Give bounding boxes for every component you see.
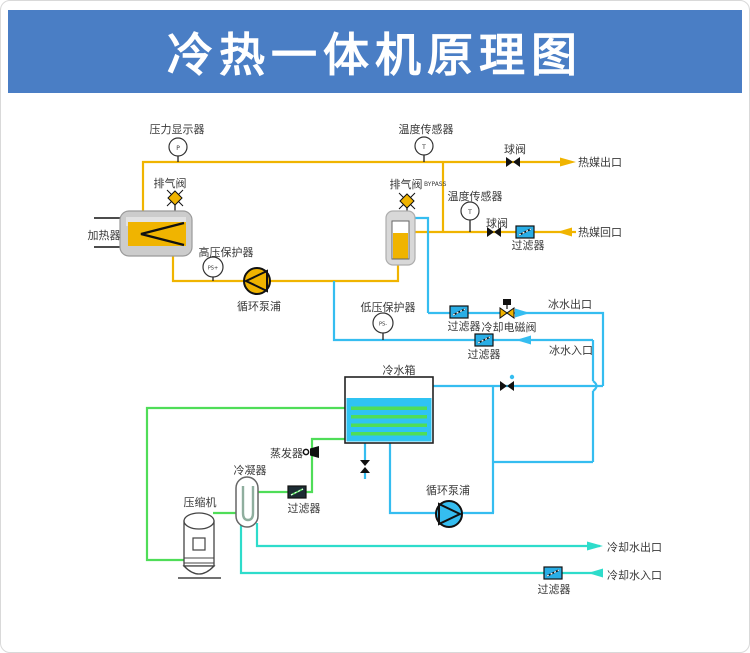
cooling-in-pipe xyxy=(239,525,601,575)
label-solenoid-valve: 冷却电磁阀 xyxy=(482,320,537,334)
expansion-nozzle-symbol xyxy=(302,446,319,458)
label-ball-valve-2: 球阀 xyxy=(486,216,508,230)
label-heater: 加热器 xyxy=(88,229,121,242)
solenoid-valve-symbol xyxy=(499,299,515,319)
label-pump-2: 循环泵浦 xyxy=(426,484,470,497)
lp-gauge-letter: PS- xyxy=(379,322,387,328)
heater-symbol xyxy=(94,210,193,257)
temp-gauge-2-letter: T xyxy=(467,209,472,216)
refrigerant-pipes xyxy=(145,406,345,562)
label-ice-out-port: 冰水出口 xyxy=(548,297,592,311)
label-pressure-display: 压力显示器 xyxy=(150,123,205,136)
label-ice-in-port: 冰水入口 xyxy=(549,344,593,357)
filter-cooling-in-symbol xyxy=(543,566,563,580)
label-filter-ice-in: 过滤器 xyxy=(468,348,501,361)
ice-in-arrow xyxy=(516,335,531,345)
hp-gauge-letter: PS+ xyxy=(208,266,218,272)
ice-water-in-pipe xyxy=(332,281,593,342)
hot-return-arrow xyxy=(557,227,572,237)
label-evaporator: 蒸发器 xyxy=(270,446,303,460)
label-temp-sensor-2: 温度传感器 xyxy=(448,189,503,203)
heater-element-chevron xyxy=(140,221,185,247)
filter-ice-in-symbol xyxy=(474,333,494,347)
lp-protector-gauge: PS- xyxy=(372,312,394,334)
label-filter-refrigerant: 过滤器 xyxy=(288,502,321,515)
bypass-tank-drop-pipe xyxy=(414,216,430,313)
label-filter-hot-return: 过滤器 xyxy=(512,239,545,252)
condenser-symbol xyxy=(235,476,259,528)
label-lp-protector: 低压保护器 xyxy=(361,300,416,314)
chilled-water-pipes xyxy=(332,216,605,515)
label-hp-protector: 高压保护器 xyxy=(199,245,254,259)
ball-valve-2-symbol xyxy=(487,227,501,237)
cool-in-arrow xyxy=(588,568,603,578)
hot-supply-pipe xyxy=(141,160,560,213)
cold-tank-symbol xyxy=(344,376,434,444)
label-condenser: 冷凝器 xyxy=(234,463,267,477)
label-ball-valve-1: 球阀 xyxy=(504,142,526,156)
shutoff-valve-symbol xyxy=(500,374,515,391)
chilled-pump-symbol xyxy=(435,500,463,528)
filter-hot-return-symbol xyxy=(515,225,535,239)
hot-out-arrow xyxy=(560,157,576,167)
label-cold-tank: 冷水箱 xyxy=(383,363,416,377)
vent-valve-1-symbol xyxy=(166,189,184,207)
label-bypass: BYPASS xyxy=(424,181,447,188)
filter-ice-out-symbol xyxy=(449,305,469,319)
liquid-pipe xyxy=(258,437,345,494)
title-banner: 冷热一体机原理图 xyxy=(8,10,742,93)
bypass-tank-symbol xyxy=(385,210,416,266)
ice-out-arrow xyxy=(515,308,530,318)
compressor-symbol xyxy=(178,512,221,579)
label-hot-return-port: 热媒回口 xyxy=(578,226,622,239)
hot-pump-symbol xyxy=(243,267,271,295)
cooling-water-pipes xyxy=(239,523,601,575)
label-filter-ice-out: 过滤器 xyxy=(448,320,481,333)
label-compressor: 压缩机 xyxy=(184,495,217,509)
pipe-hop xyxy=(592,380,598,392)
label-cool-out-port: 冷却水出口 xyxy=(607,540,662,554)
pressure-gauge-letter: P xyxy=(176,145,180,152)
filter-refrigerant-symbol xyxy=(287,485,307,499)
label-filter-cooling-in: 过滤器 xyxy=(538,583,571,596)
label-vent-valve-2: 排气阀 xyxy=(390,177,423,191)
label-pump-1: 循环泵浦 xyxy=(237,300,281,313)
label-vent-valve-1: 排气阀 xyxy=(154,176,187,190)
pressure-gauge: P xyxy=(168,137,188,157)
label-cool-in-port: 冷却水入口 xyxy=(607,569,662,582)
instrument-stems xyxy=(174,155,471,340)
drain-valve-symbol xyxy=(360,460,370,473)
temp-gauge-2: T xyxy=(460,201,480,221)
ball-valve-1-symbol xyxy=(506,157,520,167)
hp-protector-gauge: PS+ xyxy=(202,256,224,278)
temp-gauge-1-letter: T xyxy=(421,144,426,151)
label-temp-sensor-1: 温度传感器 xyxy=(399,122,454,136)
vent-valve-2-symbol xyxy=(398,192,416,210)
temp-gauge-1: T xyxy=(414,136,434,156)
ice-water-out-pipe xyxy=(428,311,605,386)
cooling-out-pipe xyxy=(255,523,600,548)
cool-out-arrow xyxy=(587,541,603,551)
suction-pipe xyxy=(145,406,345,562)
page-title: 冷热一体机原理图 xyxy=(167,27,583,82)
label-hot-out-port: 热媒出口 xyxy=(578,155,622,169)
heater-outlet-pipe xyxy=(171,255,400,283)
